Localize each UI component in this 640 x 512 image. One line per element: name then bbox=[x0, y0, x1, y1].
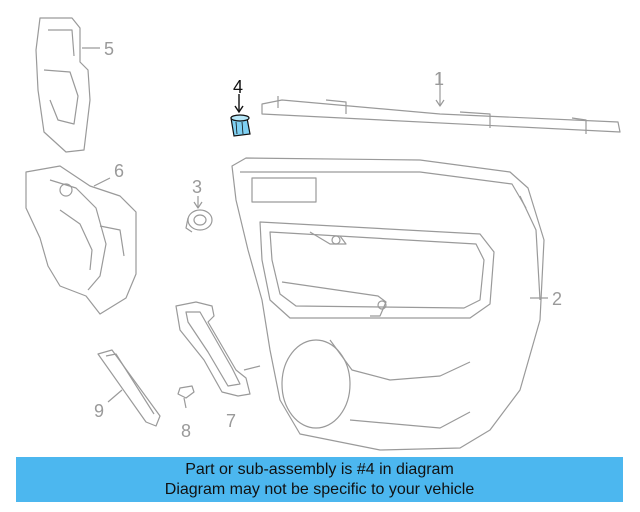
part-4-fastener bbox=[230, 94, 251, 137]
callout-2: 2 bbox=[552, 289, 563, 309]
part-6-bracket bbox=[25, 165, 137, 315]
callout-1: 1 bbox=[434, 69, 445, 89]
callout-4: 4 bbox=[233, 77, 244, 97]
part-5-bracket bbox=[35, 17, 100, 153]
parts-diagram bbox=[25, 17, 621, 451]
callout-6: 6 bbox=[114, 161, 125, 181]
banner-line-2: Diagram may not be specific to your vehi… bbox=[164, 481, 475, 498]
callout-3: 3 bbox=[192, 177, 203, 197]
callout-9: 9 bbox=[94, 401, 105, 421]
callout-5: 5 bbox=[104, 39, 115, 59]
info-banner: Part or sub-assembly is #4 in diagram Di… bbox=[16, 457, 623, 502]
part-2-door-panel bbox=[231, 157, 548, 451]
callout-8: 8 bbox=[181, 421, 192, 441]
banner-line-1: Part or sub-assembly is #4 in diagram bbox=[185, 461, 454, 478]
part-7-handle-bezel bbox=[175, 301, 261, 397]
part-9-trim bbox=[97, 349, 161, 427]
part-1-weatherstrip bbox=[261, 72, 621, 134]
part-8-clip bbox=[177, 385, 195, 409]
part-3-grommet bbox=[185, 196, 213, 233]
callout-7: 7 bbox=[226, 411, 237, 431]
